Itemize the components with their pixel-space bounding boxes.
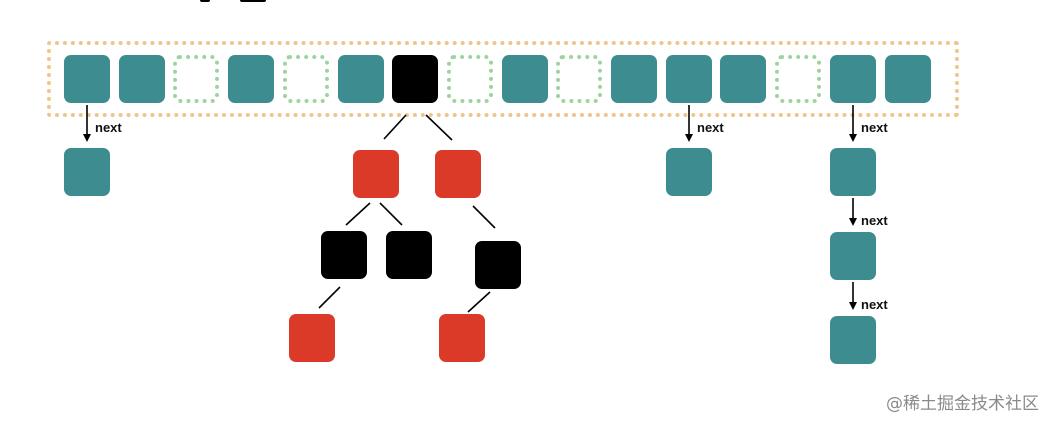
tree-edge-l1a-l2b [379,202,403,226]
chain-2-node-1 [830,232,876,280]
bucket-12 [720,55,766,103]
chain-2-node-2 [830,316,876,364]
bucket-empty-9 [556,55,602,103]
chain-2-arrow-2-head [849,302,857,310]
watermark: @稀土掘金技术社区 [886,394,1039,414]
bucket-array-frame [47,41,959,117]
bucket-14 [830,55,876,103]
tree-l2-node-2 [475,241,521,289]
bucket-5 [338,55,384,103]
bucket-empty-7 [447,55,493,103]
bucket-3 [228,55,274,103]
chain-2-next-label-2: next [861,297,888,312]
bucket-11 [666,55,712,103]
bucket-15 [885,55,931,103]
chain-0-arrow-0-head [83,134,91,142]
chain-0-node-0 [64,148,110,196]
chain-2-node-0 [830,148,876,196]
bucket-empty-4 [283,55,329,103]
chain-1-arrow-0-head [685,134,693,142]
tree-edge-l2c-l3b [467,291,491,313]
tree-edge-l1a-l2a [345,202,371,226]
chain-0-next-label-0: next [95,120,122,135]
chain-2-arrow-0-head [849,134,857,142]
chain-2-arrow-1-head [849,218,857,226]
bucket-empty-2 [173,55,219,103]
tree-l3-node-0 [289,314,335,362]
cropped-title-fragment [196,0,266,4]
tree-edge-root-right [425,114,453,141]
tree-l2-node-1 [386,231,432,279]
tree-l2-node-0 [321,231,367,279]
tree-l1-node-1 [435,150,481,198]
tree-edge-root-left [383,114,407,140]
chain-1-node-0 [666,148,712,196]
tree-l1-node-0 [353,150,399,198]
bucket-0 [64,55,110,103]
bucket-tree-root-6 [392,55,438,103]
tree-edge-l2a-l3a [318,286,341,309]
bucket-8 [502,55,548,103]
chain-2-next-label-1: next [861,213,888,228]
tree-edge-l1b-l2c [472,205,496,229]
chain-1-next-label-0: next [697,120,724,135]
tree-l3-node-1 [439,314,485,362]
bucket-1 [119,55,165,103]
bucket-empty-13 [775,55,821,103]
chain-2-next-label-0: next [861,120,888,135]
bucket-10 [611,55,657,103]
